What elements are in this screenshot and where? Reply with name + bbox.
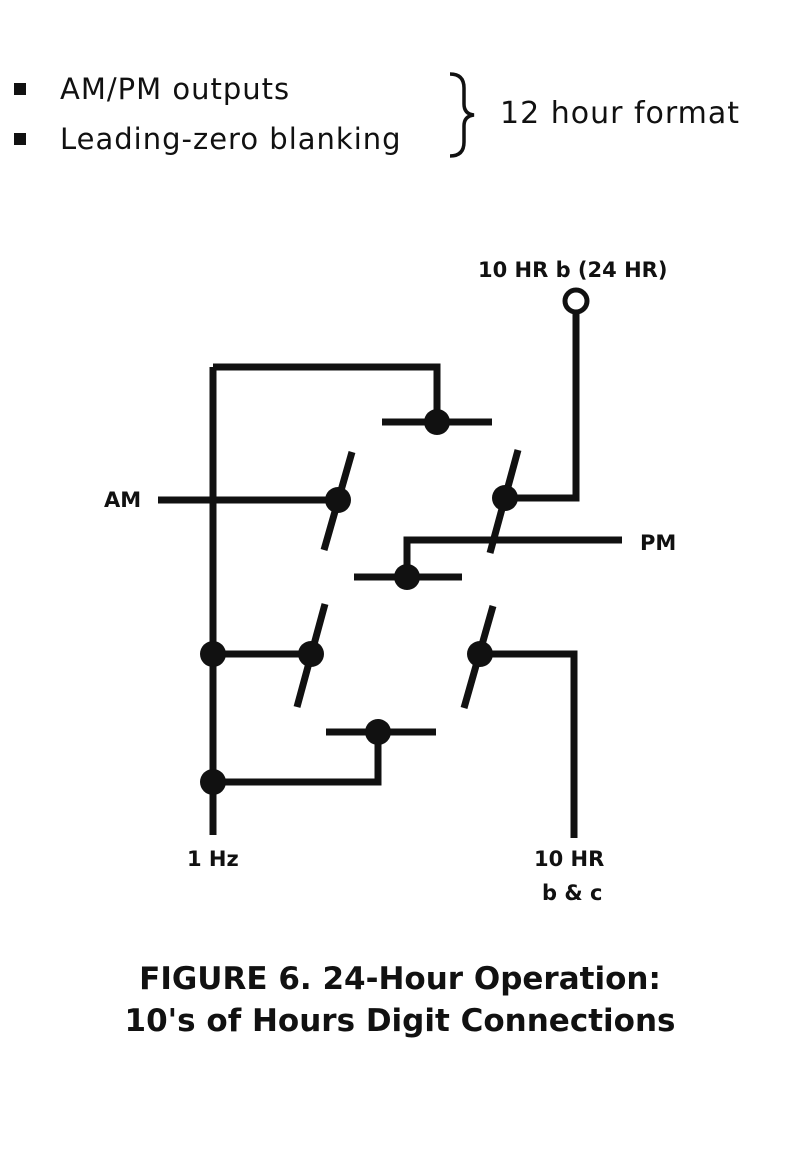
- feature-list: AM/PM outputs Leading-zero blanking: [14, 64, 402, 164]
- label-am: AM: [104, 488, 141, 512]
- label-10hr-b-24hr: 10 HR b (24 HR): [478, 258, 667, 282]
- list-item: AM/PM outputs: [14, 64, 402, 114]
- junction-dot: [200, 769, 226, 795]
- curly-brace-icon: [449, 72, 475, 158]
- caption-line-2: 10's of Hours Digit Connections: [124, 1003, 676, 1039]
- brace-label: 12 hour format: [500, 96, 741, 131]
- bullet-label: Leading-zero blanking: [60, 122, 402, 156]
- terminal-icon: [562, 287, 590, 315]
- figure-caption: FIGURE 6. 24-Hour Operation: 10's of Hou…: [0, 958, 800, 1042]
- junction-dot: [298, 641, 324, 667]
- junction-dot: [424, 409, 450, 435]
- wire-pm: [403, 536, 622, 577]
- junction-dot: [492, 485, 518, 511]
- caption-line-1: FIGURE 6. 24-Hour Operation:: [139, 961, 661, 997]
- list-item: Leading-zero blanking: [14, 114, 402, 164]
- wire-top-loop: [213, 363, 441, 422]
- junction-dot: [394, 564, 420, 590]
- bullet-icon: [14, 133, 26, 145]
- wire-right-lower: [480, 650, 578, 838]
- label-10hr: 10 HR: [534, 847, 604, 871]
- label-b-and-c: b & c: [542, 881, 602, 905]
- wire-bottom-loop: [213, 732, 382, 786]
- junction-dot: [200, 641, 226, 667]
- bullet-icon: [14, 83, 26, 95]
- junction-dot: [325, 487, 351, 513]
- wire-terminal-right: [505, 313, 580, 502]
- junction-dot: [365, 719, 391, 745]
- bullet-label: AM/PM outputs: [60, 72, 291, 106]
- label-pm: PM: [640, 531, 676, 555]
- junction-dot: [467, 641, 493, 667]
- label-1hz: 1 Hz: [187, 847, 239, 871]
